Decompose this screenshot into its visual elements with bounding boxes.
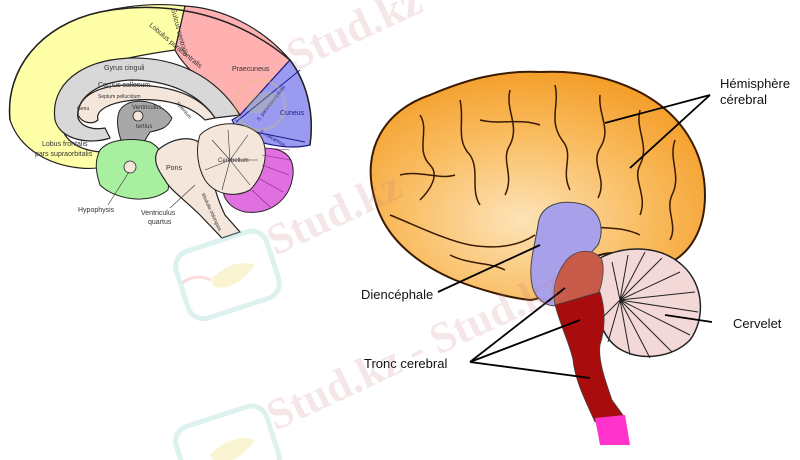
label-ventriculus-tertius-2: tertius bbox=[136, 124, 153, 130]
label-praecuneus: Praecuneus bbox=[232, 66, 270, 73]
spinal-cord bbox=[595, 415, 630, 445]
label-septum-pellucidum: Septum pellucidum bbox=[98, 94, 141, 100]
label-hemisphere-2: cérebral bbox=[720, 92, 767, 107]
label-hemisphere-1: Hémisphère bbox=[720, 76, 791, 91]
cerebellum-region bbox=[197, 123, 266, 195]
label-cuneus: Cuneus bbox=[280, 110, 305, 117]
label-tronc-cerebral: Tronc cerebral bbox=[364, 356, 448, 371]
label-ventriculus-quartus-2: quartus bbox=[148, 219, 172, 226]
label-lobus-frontalis-1: Lobus frontalis bbox=[42, 141, 88, 148]
watermark-logo-icon-bottom bbox=[173, 403, 282, 460]
cerebellum bbox=[596, 248, 702, 358]
sagittal-brain-diagram bbox=[8, 4, 313, 239]
midbrain bbox=[553, 250, 604, 306]
cerebral-hemisphere bbox=[369, 70, 707, 302]
label-corpus-callosum: Corpus callosum bbox=[98, 82, 151, 89]
label-ventriculus-quartus-1: Ventriculus bbox=[141, 210, 176, 217]
label-cerebellum: Cerebellum bbox=[218, 158, 249, 164]
label-diencephale: Diencéphale bbox=[361, 287, 434, 302]
label-hypophysis: Hypophysis bbox=[78, 207, 115, 214]
label-cervelet: Cervelet bbox=[733, 316, 782, 331]
lateral-brain-diagram bbox=[369, 70, 713, 445]
watermark-logo-icon bbox=[173, 228, 282, 322]
label-pons: Pons bbox=[166, 165, 182, 172]
watermark-logo-icon-left bbox=[233, 78, 287, 132]
label-lobus-frontalis-2: pars supraorbitalis bbox=[35, 151, 93, 158]
label-gyrus-cinguli: Gyrus cinguli bbox=[104, 65, 145, 72]
label-ventriculus-tertius-1: Ventriculus bbox=[132, 105, 162, 111]
label-genu: Genu bbox=[77, 106, 90, 112]
gyrus-cinguli-region bbox=[53, 57, 242, 142]
brain-anatomy-figure: Sulcus centralis Lobulus paracentralis G… bbox=[8, 0, 791, 460]
corpus-callosum-region bbox=[77, 84, 216, 124]
